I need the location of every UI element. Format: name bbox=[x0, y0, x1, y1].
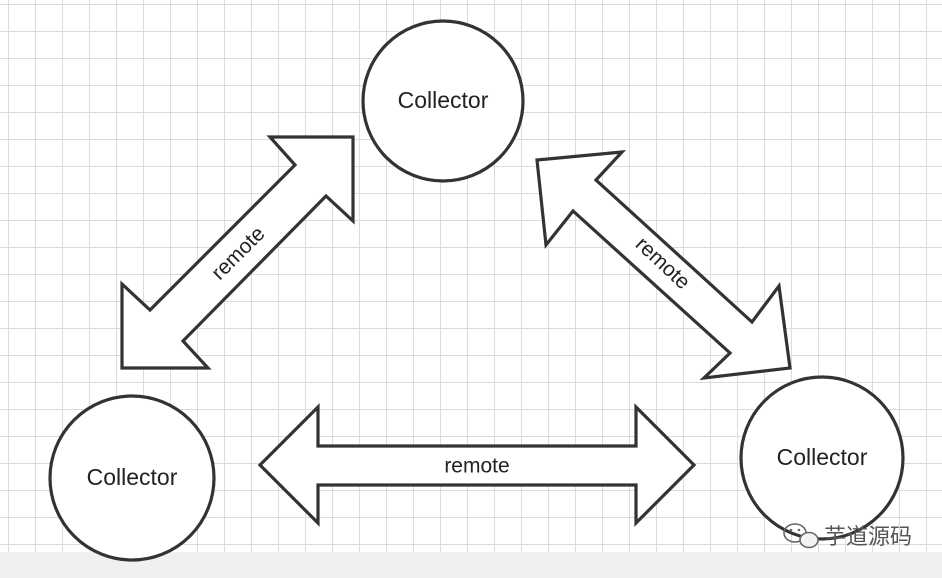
node-label-bottom-left: Collector bbox=[87, 464, 178, 490]
arrow-shape-top-left bbox=[120, 135, 355, 370]
node-circle-bottom-right bbox=[739, 375, 905, 541]
double-arrow-top-left: remote bbox=[120, 135, 355, 370]
arrow-shape-top-right bbox=[535, 150, 792, 381]
edge-label-bottom: remote bbox=[444, 455, 509, 478]
node-circle-top bbox=[361, 19, 525, 183]
wechat-icon bbox=[783, 523, 819, 549]
node-label-top: Collector bbox=[398, 87, 489, 113]
node-collector-bottom-left: Collector bbox=[48, 394, 216, 562]
node-collector-top: Collector bbox=[361, 19, 525, 183]
node-label-bottom-right: Collector bbox=[777, 444, 868, 470]
double-arrow-bottom: remote bbox=[257, 403, 697, 527]
arrow-shape-bottom bbox=[257, 403, 697, 527]
node-collector-bottom-right: Collector bbox=[739, 375, 905, 541]
double-arrow-top-right: remote bbox=[535, 150, 792, 381]
watermark: 芋道源码 bbox=[783, 523, 912, 550]
node-circle-bottom-left bbox=[48, 394, 216, 562]
watermark-text: 芋道源码 bbox=[824, 525, 912, 550]
